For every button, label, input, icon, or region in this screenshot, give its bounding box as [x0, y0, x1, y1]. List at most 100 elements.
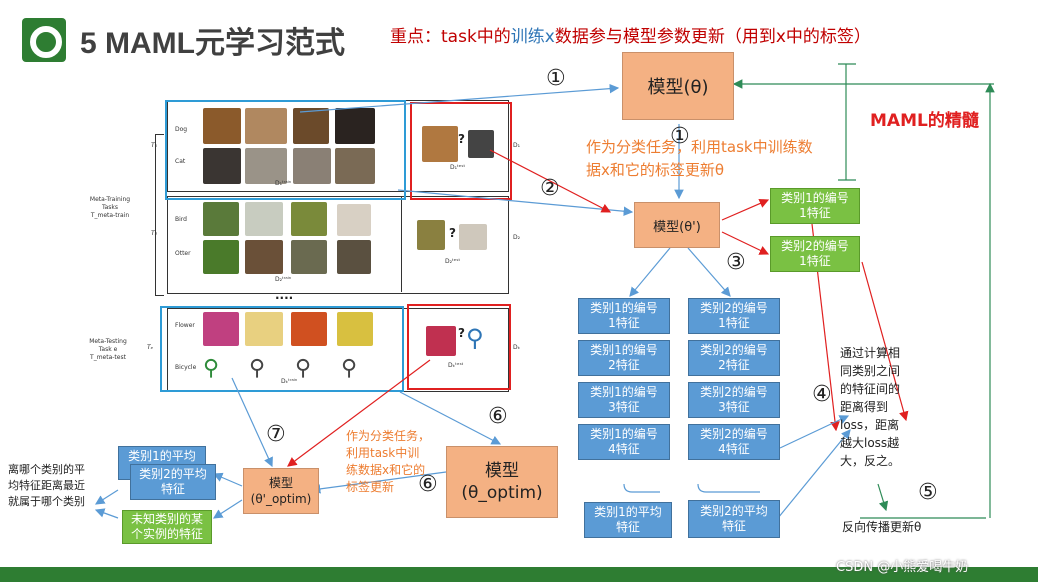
d1-test-image: [422, 126, 458, 162]
header-note: 重点：task中的训练x数据参与模型参数更新（用到x中的标签）: [390, 22, 871, 47]
d2-train-label: D₂ᵗʳᵃⁱⁿ: [275, 276, 292, 283]
header-note-prefix: 重点：task中的: [390, 27, 511, 47]
bird-image: [291, 202, 327, 236]
marker-6a: ⑥: [488, 404, 508, 429]
marker-1b: ①: [670, 124, 690, 149]
cat-image: [293, 148, 331, 184]
logo-icon: [22, 18, 66, 62]
grid-cell-line2: 2特征: [718, 358, 750, 372]
grid-cell-line2: 1特征: [718, 316, 750, 330]
otter-image: [337, 240, 371, 274]
bicycle-label: Bicycle: [175, 364, 197, 371]
left-avg-class2-line2: 特征: [160, 482, 185, 496]
d1-test-label: D₁ᵗᵉˢᵗ: [450, 164, 466, 171]
grid-cell-line1: 类别1的编号: [590, 301, 658, 315]
bird-image: [245, 202, 283, 236]
unknown-instance-box: 未知类别的某个实例的特征: [122, 510, 212, 544]
task2-divider: [401, 196, 402, 292]
distance-note: 通过计算相同类别之间的特征间的距离得到loss，距离越大loss越大，反之。: [840, 346, 901, 468]
model-theta-label: 模型(θ): [647, 77, 709, 98]
model-theta-prime-box: 模型(θ'): [634, 202, 720, 248]
class2-feature-box: 类别2的编号 1特征: [770, 236, 860, 272]
marker-1: ①: [546, 66, 566, 91]
marker-5: ⑤: [918, 480, 938, 505]
bird-image: [337, 204, 371, 236]
avg-class2-line2: 特征: [721, 519, 746, 533]
unknown-line2: 个实例的特征: [130, 527, 203, 541]
flower-image: [291, 312, 327, 346]
class2-feature-line2: 1特征: [799, 254, 831, 268]
cat-image: [203, 148, 241, 184]
dk-question: ?: [458, 326, 465, 340]
cat-image: [245, 148, 287, 184]
avg-class2-line1: 类别2的平均: [700, 504, 768, 518]
model-optim-line2: (θ_optim): [461, 483, 543, 503]
model-prime-optim-line2: (θ'_optim): [250, 492, 312, 506]
dk-label: Dₖ: [513, 344, 521, 351]
marker-6b: ⑥: [418, 472, 438, 497]
model-prime-optim-box: 模型 (θ'_optim): [243, 468, 319, 514]
d2-test-label: D₂ᵗᵉˢᵗ: [445, 258, 461, 265]
t2-label: T₂: [151, 230, 158, 237]
otter-label: Otter: [175, 250, 191, 257]
update-note: 作为分类任务，利用task中训练数据x和它的标签更新θ: [586, 138, 813, 179]
flower-image: [203, 312, 239, 346]
dog-label: Dog: [175, 126, 188, 133]
train-bracket: [155, 134, 164, 296]
bicycle-icon: ⚲: [249, 356, 266, 381]
dog-image: [293, 108, 329, 144]
update-note-2: 作为分类任务，利用task中训练数据x和它的标签更新: [346, 429, 431, 494]
class1-feature-line1: 类别1的编号: [781, 191, 849, 205]
left-avg-class2-line1: 类别2的平均: [139, 467, 207, 481]
meta-test-highlight-box: [407, 304, 511, 390]
d1-train-label: D₁ᵗʳᵃⁱⁿ: [275, 180, 292, 187]
dk-bicycle-icon: ⚲: [466, 324, 484, 352]
flower-image: [337, 312, 373, 346]
d2-test-image: [417, 220, 445, 250]
page-title: 5 MAML元学习范式: [80, 27, 345, 60]
class1-feature-line2: 1特征: [799, 206, 831, 220]
cat-image: [335, 148, 375, 184]
train-highlight-box: [165, 100, 406, 200]
d2-label: D₂: [513, 234, 521, 241]
model-optim-box: 模型 (θ_optim): [446, 446, 558, 518]
dk-test-label: Dₖᵗᵉˢᵗ: [448, 362, 464, 369]
class1-feature-box: 类别1的编号 1特征: [770, 188, 860, 224]
d2-test-image: [459, 224, 487, 250]
backprop-note: 反向传播更新θ: [842, 520, 922, 534]
te-label: Tₑ: [147, 344, 154, 351]
grid-cell-line2: 2特征: [608, 358, 640, 372]
class2-feature-line1: 类别2的编号: [781, 239, 849, 253]
bicycle-icon: ⚲: [203, 356, 220, 381]
flower-label: Flower: [175, 322, 195, 329]
grid-cell-line2: 3特征: [718, 400, 750, 414]
grid-cell-line1: 类别2的编号: [700, 301, 768, 315]
header-note-highlight: 训练x: [510, 27, 555, 47]
avg-class1-line1: 类别1的平均: [594, 505, 662, 519]
d1-question: ?: [458, 132, 465, 146]
grid-cell-line1: 类别2的编号: [700, 385, 768, 399]
bird-image: [203, 202, 239, 236]
avg-class1-line2: 特征: [615, 520, 640, 534]
grid-cell-line1: 类别1的编号: [590, 343, 658, 357]
avg-class1-box: 类别1的平均特征: [584, 502, 672, 538]
d1-label: D₁: [513, 142, 521, 149]
meta-train-highlight-box: [160, 306, 404, 392]
footer-bar: [0, 567, 1038, 582]
left-avg-class1-line1: 类别1的平均: [128, 449, 196, 463]
grid-cell-line2: 1特征: [608, 316, 640, 330]
otter-image: [245, 240, 283, 274]
t1-label: T₁: [151, 142, 158, 149]
bird-label: Bird: [175, 216, 187, 223]
otter-image: [291, 240, 327, 274]
grid-cell-line2: 4特征: [608, 442, 640, 456]
grid-cell-line1: 类别2的编号: [700, 343, 768, 357]
d1-test-image: [468, 130, 494, 158]
unknown-line1: 未知类别的某: [130, 512, 203, 526]
meta-training-label: Meta-Training Tasks T_meta-train: [89, 196, 131, 219]
footer-watermark: CSDN @小熊爱喝牛奶: [836, 560, 969, 575]
